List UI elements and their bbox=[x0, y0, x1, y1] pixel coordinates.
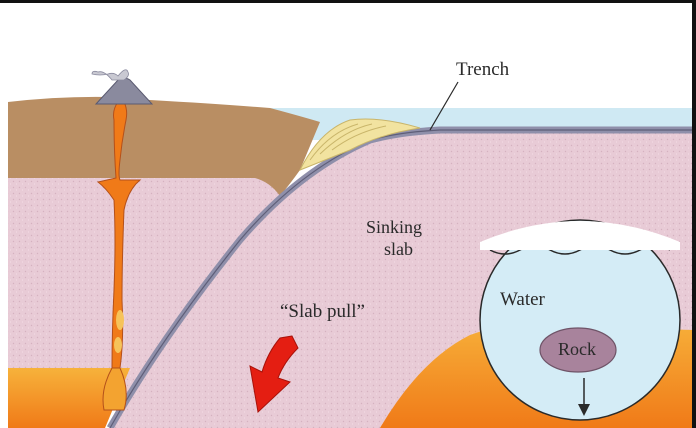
slab-pull-label: “Slab pull” bbox=[280, 302, 365, 323]
water-label: Water bbox=[500, 290, 545, 311]
trench-label: Trench bbox=[456, 60, 509, 81]
magma-blob bbox=[114, 337, 122, 353]
sinking-slab-label-line1: Sinking bbox=[366, 218, 422, 238]
magma-blob bbox=[116, 310, 124, 330]
rock-label: Rock bbox=[558, 340, 596, 360]
top-border bbox=[0, 0, 696, 3]
sinking-slab-label-line2: slab bbox=[384, 240, 413, 260]
right-border bbox=[692, 0, 696, 428]
